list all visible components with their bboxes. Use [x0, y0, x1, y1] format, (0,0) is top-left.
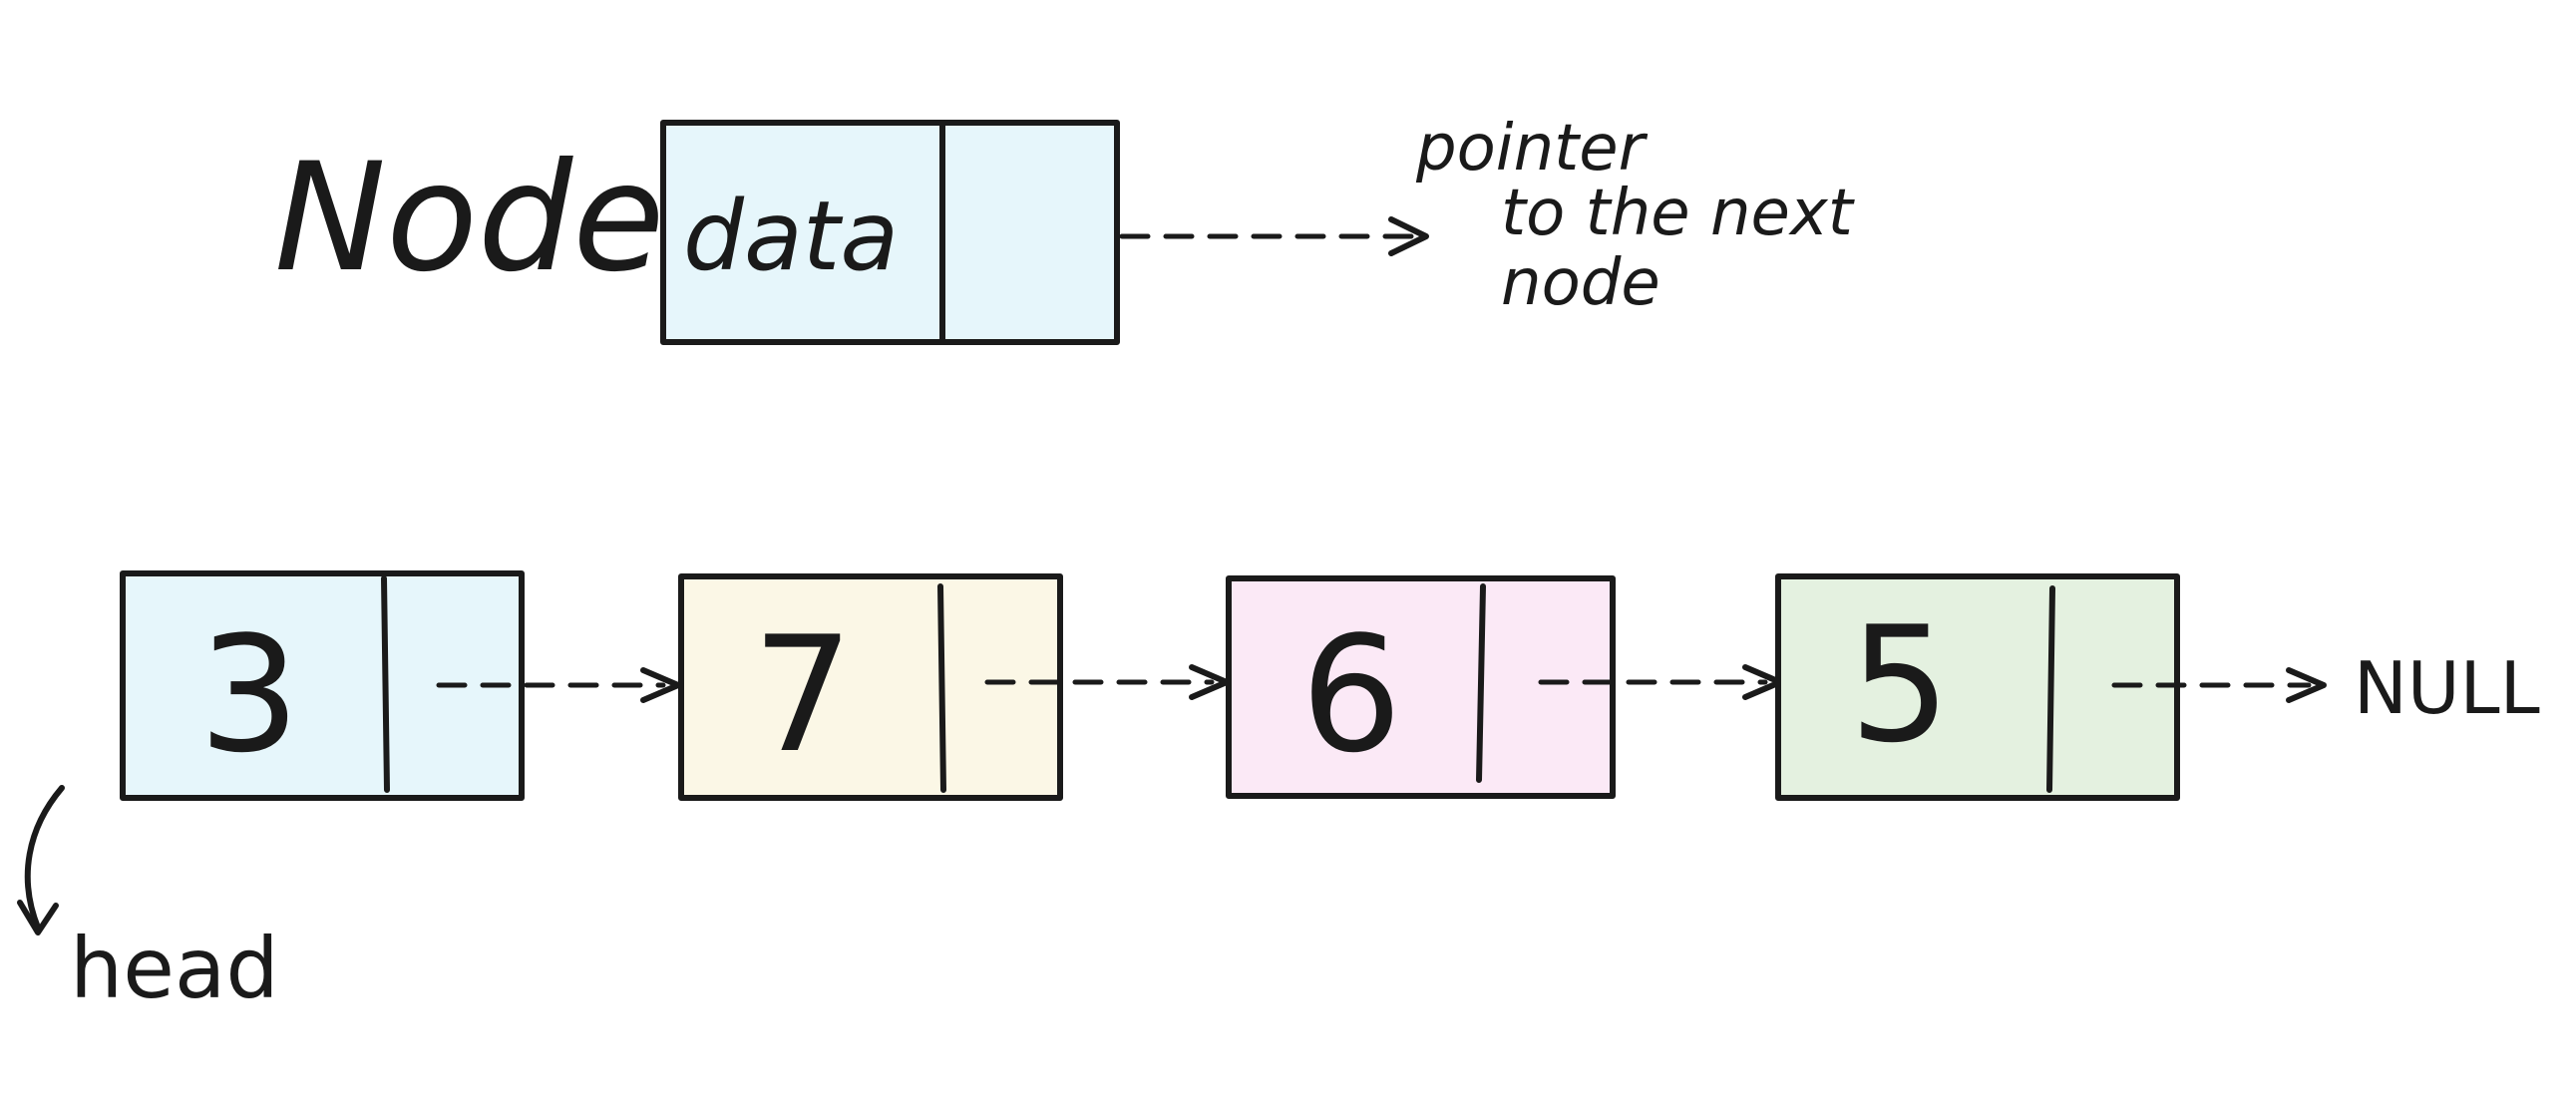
list-node-value: 6: [1300, 601, 1402, 788]
list-node-box: [1775, 573, 2180, 801]
list-node-divider: [1476, 583, 1486, 783]
null-label: NULL: [2354, 646, 2540, 730]
pointer-note-line-1: pointer: [1415, 112, 1649, 186]
list-node-value: 3: [198, 601, 300, 788]
list-node-box: [678, 573, 1063, 801]
list-node-divider: [937, 583, 946, 793]
linked-list: 3 7 6 5 NULL head: [17, 570, 2540, 1017]
node-title: Node: [274, 132, 664, 305]
legend-node-box: [660, 120, 1120, 345]
list-node: 6: [1226, 575, 1616, 799]
list-node-value: 5: [1849, 591, 1951, 778]
list-node: 7: [678, 573, 1063, 801]
list-node-divider: [381, 575, 390, 793]
list-node-box: [1226, 575, 1616, 799]
node-legend: Node data pointer to the next node: [274, 112, 1856, 345]
legend-data-label: data: [683, 181, 899, 292]
legend-pointer-arrowhead: [1388, 216, 1429, 256]
head-arrowhead: [17, 900, 59, 935]
list-node-value: 7: [752, 601, 854, 788]
list-node-divider: [2046, 585, 2055, 793]
head-curve-arrow: [24, 785, 65, 931]
head-label: head: [70, 920, 279, 1017]
pointer-note-line-3: node: [1501, 246, 1660, 320]
null-pointer-arrowhead: [2286, 667, 2327, 703]
pointer-note-line-2: to the next: [1501, 177, 1856, 250]
list-node: 5: [1775, 573, 2180, 801]
